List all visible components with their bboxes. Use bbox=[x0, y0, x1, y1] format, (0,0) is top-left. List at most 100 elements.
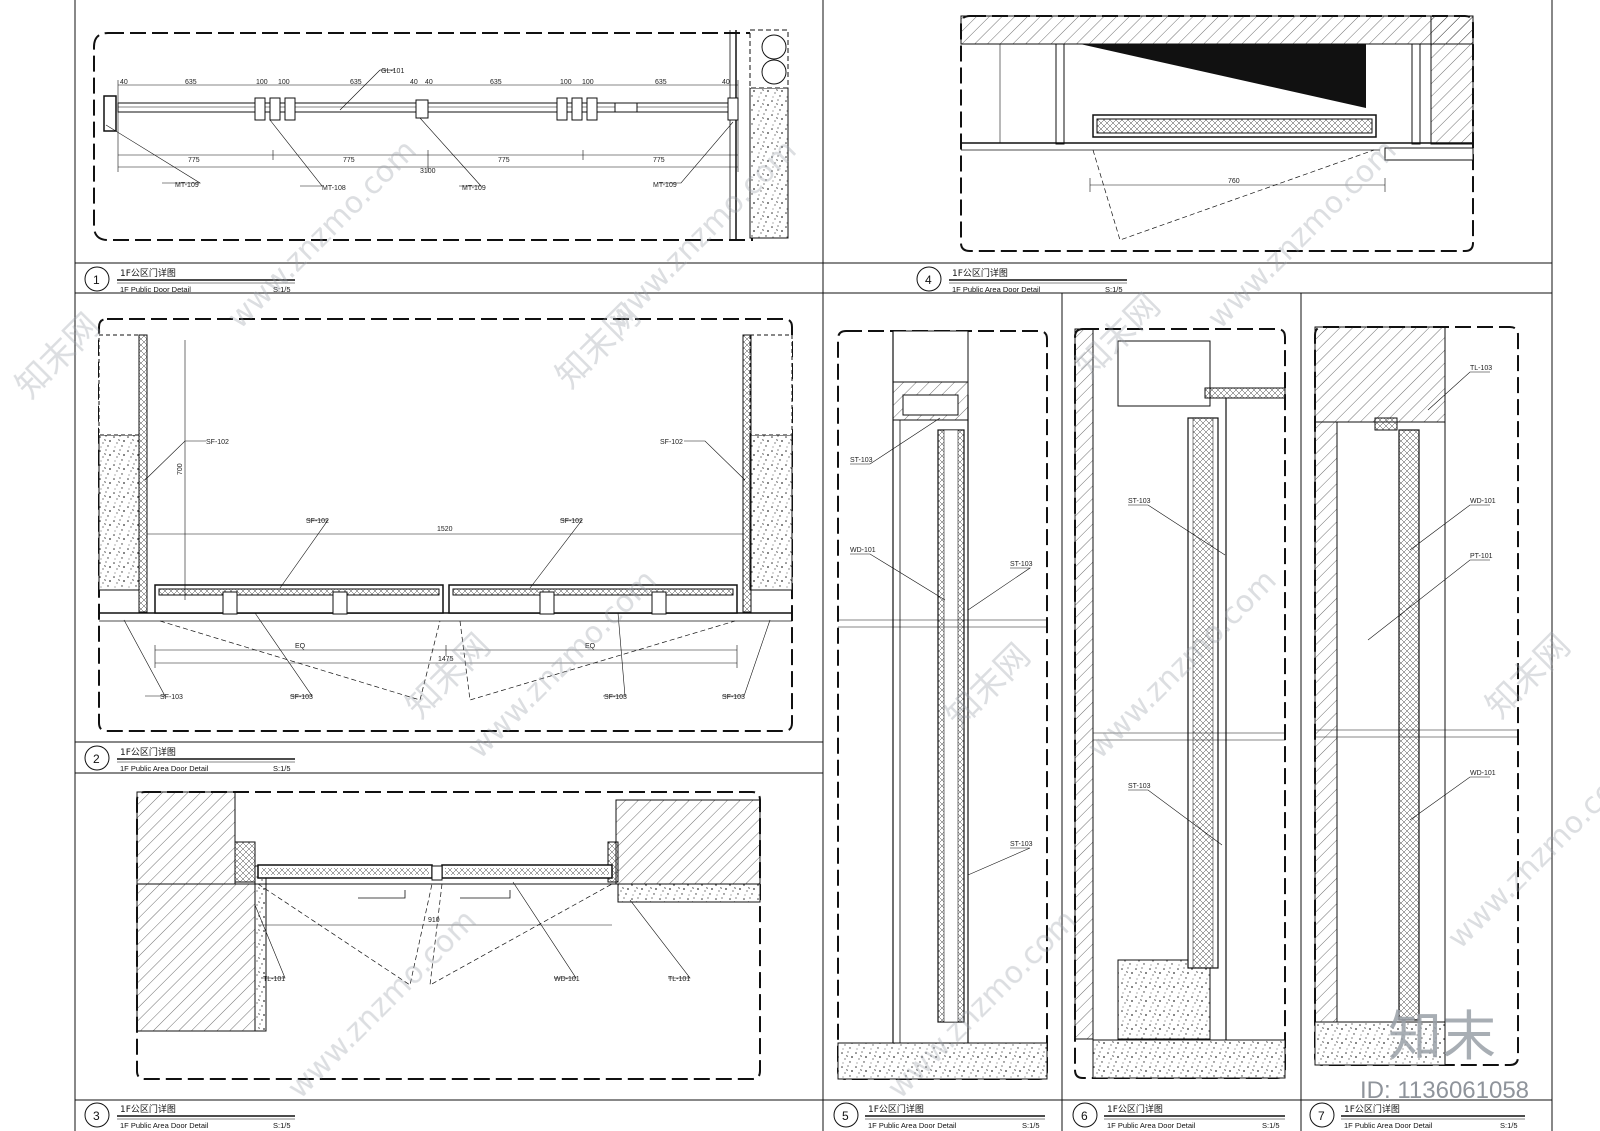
detail-4-title-cn: 1F公区门详图 bbox=[952, 267, 1008, 279]
d1-tag-1: MT-109 bbox=[175, 182, 199, 189]
watermark-site-1: www.znzmo.com bbox=[221, 133, 424, 336]
d6-tag-2: ST-103 bbox=[1128, 783, 1151, 790]
detail-2-title-cn: 1F公区门详图 bbox=[120, 746, 176, 758]
d1-dim-10: 100 bbox=[582, 79, 594, 86]
d1-tag-3: MT-109 bbox=[462, 185, 486, 192]
detail-1-drawing: 40 635 100 100 635 40 40 635 100 100 635… bbox=[93, 29, 789, 241]
watermark-site-5: www.znzmo.com bbox=[1081, 563, 1284, 766]
detail-3-title-cn: 1F公区门详图 bbox=[120, 1103, 176, 1115]
d1-dim-11: 635 bbox=[655, 79, 667, 86]
d1-dim-7: 40 bbox=[425, 79, 433, 86]
title-block-6: 6 1F公区门详图 1F Public Area Door Detail S:1… bbox=[1072, 1102, 1285, 1130]
d2-dim-eq2: EQ bbox=[585, 643, 596, 650]
d5-tag-4: ST-103 bbox=[1010, 841, 1033, 848]
detail-5-number: 5 bbox=[842, 1109, 849, 1123]
title-block-1: 1 1F公区门详图 1F Public Door Detail S:1/5 bbox=[84, 266, 295, 294]
d1-dim-b2: 775 bbox=[343, 157, 355, 164]
d2-dim-eq1: EQ bbox=[295, 643, 306, 650]
d1-dim-3: 100 bbox=[256, 79, 268, 86]
d1-dim-b1: 775 bbox=[188, 157, 200, 164]
title-block-2: 2 1F公区门详图 1F Public Area Door Detail S:1… bbox=[84, 745, 295, 773]
d7-tag-4: WD-101 bbox=[1470, 770, 1496, 777]
watermark-logo: 知末 bbox=[1388, 1005, 1496, 1068]
d7-tag-2: WD-101 bbox=[1470, 498, 1496, 505]
detail-4-drawing: 760 bbox=[960, 15, 1474, 252]
watermark-brand-4: 知末网 bbox=[398, 626, 498, 726]
title-block-4: 4 1F公区门详图 1F Public Area Door Detail S:1… bbox=[916, 266, 1127, 294]
d1-dim-b3: 775 bbox=[498, 157, 510, 164]
d2-tag-7: SF-103 bbox=[604, 694, 627, 701]
d5-tag-3: ST-103 bbox=[1010, 561, 1033, 568]
detail-2-scale: S:1/5 bbox=[273, 764, 291, 773]
detail-7-drawing: TL-103 WD-101 PT-101 WD-101 bbox=[1314, 326, 1519, 1066]
detail-1-number: 1 bbox=[93, 273, 100, 287]
d3-dim: 910 bbox=[428, 917, 440, 924]
d4-dim: 760 bbox=[1228, 178, 1240, 185]
d2-tag-6: SF-103 bbox=[290, 694, 313, 701]
d1-dim-2: 635 bbox=[185, 79, 197, 86]
d2-tag-1: SF-102 bbox=[206, 439, 229, 446]
detail-5-scale: S:1/5 bbox=[1022, 1121, 1040, 1130]
d1-total: 3100 bbox=[420, 168, 436, 175]
d1-tag-2: MT-108 bbox=[322, 185, 346, 192]
watermark-id: ID: 1136061058 bbox=[1360, 1077, 1529, 1104]
d1-dim-b4: 775 bbox=[653, 157, 665, 164]
d2-tag-2: SF-102 bbox=[660, 439, 683, 446]
detail-7-scale: S:1/5 bbox=[1500, 1121, 1518, 1130]
detail-6-scale: S:1/5 bbox=[1262, 1121, 1280, 1130]
d2-tag-8: SF-103 bbox=[722, 694, 745, 701]
detail-2-title-en: 1F Public Area Door Detail bbox=[120, 764, 209, 773]
watermark-site-6: www.znzmo.com bbox=[281, 903, 484, 1106]
title-block-7: 7 1F公区门详图 1F Public Area Door Detail S:1… bbox=[1309, 1102, 1525, 1130]
d5-tag-2: WD-101 bbox=[850, 547, 876, 554]
detail-3-title-en: 1F Public Area Door Detail bbox=[120, 1121, 209, 1130]
d3-tag-1: TL-101 bbox=[263, 976, 285, 983]
title-block-5: 5 1F公区门详图 1F Public Area Door Detail S:1… bbox=[833, 1102, 1045, 1130]
d2-dim-1475: 1475 bbox=[438, 656, 454, 663]
detail-5-title-cn: 1F公区门详图 bbox=[868, 1103, 924, 1115]
detail-4-number: 4 bbox=[925, 273, 932, 287]
d7-tag-1: TL-103 bbox=[1470, 365, 1492, 372]
d7-tag-3: PT-101 bbox=[1470, 553, 1493, 560]
watermark-brand-1: 知末网 bbox=[8, 306, 108, 406]
detail-1-title-en: 1F Public Door Detail bbox=[120, 285, 191, 294]
detail-7-number: 7 bbox=[1318, 1109, 1325, 1123]
detail-6-drawing: ST-103 ST-103 bbox=[1074, 328, 1286, 1079]
detail-1-title-cn: 1F公区门详图 bbox=[120, 267, 176, 279]
watermark-site-3: www.znzmo.com bbox=[1201, 133, 1404, 336]
detail-3-scale: S:1/5 bbox=[273, 1121, 291, 1130]
d1-dim-4: 100 bbox=[278, 79, 290, 86]
detail-6-title-cn: 1F公区门详图 bbox=[1107, 1103, 1163, 1115]
d3-tag-2: WD-101 bbox=[554, 976, 580, 983]
d1-dim-12: 40 bbox=[722, 79, 730, 86]
detail-5-title-en: 1F Public Area Door Detail bbox=[868, 1121, 957, 1130]
d2-tag-5: SF-103 bbox=[160, 694, 183, 701]
d6-tag-1: ST-103 bbox=[1128, 498, 1151, 505]
watermark-site-8: www.znzmo.com bbox=[1441, 753, 1600, 956]
detail-7-title-en: 1F Public Area Door Detail bbox=[1344, 1121, 1433, 1130]
detail-6-title-en: 1F Public Area Door Detail bbox=[1107, 1121, 1196, 1130]
d1-dim-1: 40 bbox=[120, 79, 128, 86]
d1-dim-9: 100 bbox=[560, 79, 572, 86]
d2-tag-3: SF-102 bbox=[306, 518, 329, 525]
detail-3-drawing: TL-101 WD-101 TL-101 910 bbox=[136, 791, 761, 1080]
detail-5-drawing: ST-103 WD-101 ST-103 ST-103 bbox=[837, 330, 1048, 1080]
watermark-brand-2: 知末网 bbox=[548, 296, 648, 396]
detail-number-circle bbox=[84, 266, 110, 292]
d2-tag-4: SF-102 bbox=[560, 518, 583, 525]
detail-2-number: 2 bbox=[93, 752, 100, 766]
title-block-3: 3 1F公区门详图 1F Public Area Door Detail S:1… bbox=[84, 1102, 295, 1130]
detail-4-scale: S:1/5 bbox=[1105, 285, 1123, 294]
detail-1-scale: S:1/5 bbox=[273, 285, 291, 294]
d5-tag-1: ST-103 bbox=[850, 457, 873, 464]
sheet-frame bbox=[74, 0, 1553, 1131]
detail-7-title-cn: 1F公区门详图 bbox=[1344, 1103, 1400, 1115]
detail-4-title-en: 1F Public Area Door Detail bbox=[952, 285, 1041, 294]
d1-dim-6: 40 bbox=[410, 79, 418, 86]
d2-dim-1520: 1520 bbox=[437, 526, 453, 533]
watermark-brand-6: 知末网 bbox=[1478, 626, 1578, 726]
detail-2-drawing: SF-102 SF-102 SF-102 SF-102 SF-103 SF-10… bbox=[98, 318, 793, 732]
d1-tag-4: MT-109 bbox=[653, 182, 677, 189]
detail-6-number: 6 bbox=[1081, 1109, 1088, 1123]
